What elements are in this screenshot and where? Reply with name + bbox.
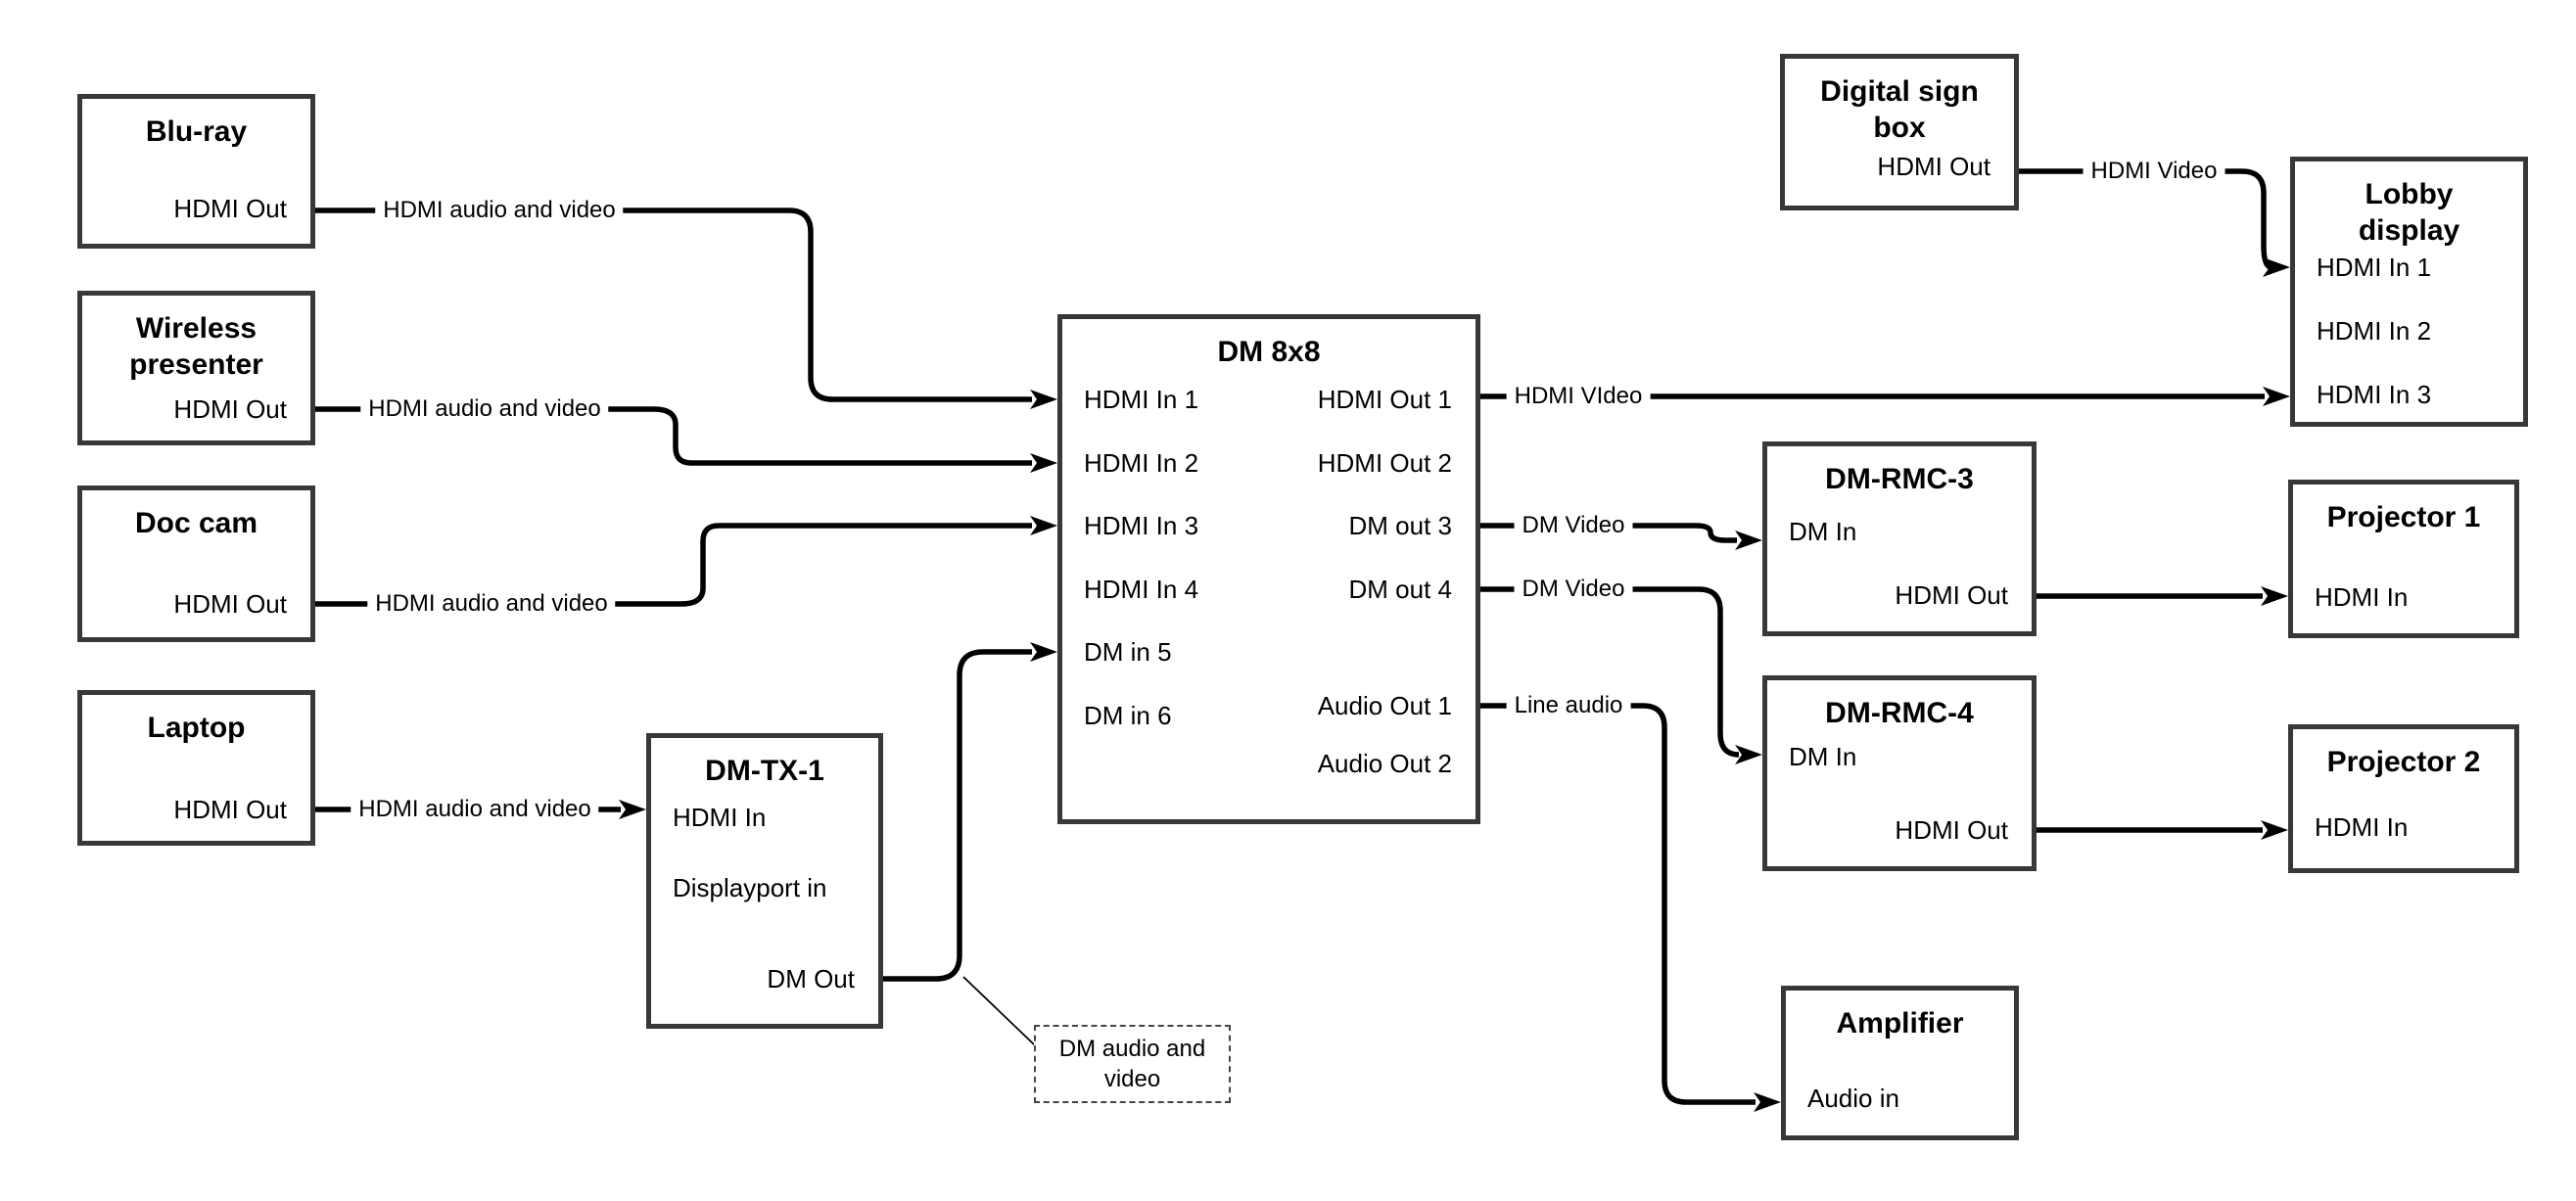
edge-label-laptop-to-dmtx1: HDMI audio and video: [351, 795, 599, 824]
arrowhead-icon: [1030, 390, 1057, 409]
arrowhead-icon: [2263, 387, 2290, 406]
port-dm-8x8-dm-out-3: DM out 3: [1348, 511, 1453, 540]
node-projector-2: Projector 2 HDMI In: [2288, 724, 2519, 873]
node-title-dm-rmc-4: DM-RMC-4: [1825, 697, 1974, 729]
port-dm-tx-1-hdmi-in: HDMI In: [673, 803, 767, 832]
arrowhead-icon: [2261, 820, 2288, 840]
port-dm-rmc-4-dm-in: DM In: [1789, 742, 1857, 771]
callout-dm-audio-video: DM audio and video: [1034, 1025, 1231, 1103]
arrowhead-icon: [1735, 745, 1762, 764]
node-projector-1: Projector 1 HDMI In: [2288, 480, 2519, 638]
port-dm-8x8-hdmi-out-1: HDMI Out 1: [1317, 385, 1452, 414]
edge-dm8x8-out3-to-rmc3: [1480, 523, 1737, 543]
port-dm-rmc-3-hdmi-out: HDMI Out: [1895, 580, 2008, 610]
arrowhead-icon: [1030, 642, 1057, 662]
port-dm-tx-1-dm-out: DM Out: [767, 964, 855, 993]
edge-label-wireless-to-dm8x8-in2: HDMI audio and video: [360, 394, 609, 424]
port-digital-sign-box-hdmi-out: HDMI Out: [1877, 152, 1991, 181]
arrowhead-icon: [1030, 453, 1057, 473]
arrowhead-icon: [1030, 516, 1057, 535]
edge-dm8x8-out4-to-rmc4: [1480, 586, 1740, 758]
port-laptop-hdmi-out: HDMI Out: [173, 795, 287, 824]
edge-label-dm8x8-out1-to-lobby-in3: HDMI VIdeo: [1506, 382, 1651, 411]
node-title-projector-1: Projector 1: [2326, 501, 2481, 533]
edge-sign-to-lobby-in1: [2019, 168, 2272, 270]
edge-doccam-to-dm8x8-in3: [315, 523, 1032, 607]
edge-dm8x8-audio1-to-amp: [1480, 703, 1756, 1105]
port-dm-tx-1-displayport-in: Displayport in: [673, 873, 827, 902]
port-lobby-display-hdmi-in-3: HDMI In 3: [2317, 380, 2432, 409]
port-blu-ray-hdmi-out: HDMI Out: [173, 194, 287, 223]
port-dm-8x8-audio-out-2: Audio Out 2: [1317, 749, 1452, 778]
node-title-laptop: Laptop: [147, 712, 246, 744]
arrowhead-icon: [2263, 257, 2290, 277]
node-title-wireless-presenter: Wireless presenter: [129, 312, 263, 381]
arrowhead-icon: [2261, 586, 2288, 606]
node-dm-rmc-3: DM-RMC-3 DM In HDMI Out: [1762, 441, 2037, 636]
edge-label-dm8x8-out3-to-rmc3: DM Video: [1514, 511, 1633, 540]
node-title-dm-rmc-3: DM-RMC-3: [1825, 463, 1974, 495]
node-title-lobby-display: Lobby display: [2358, 178, 2460, 247]
port-amplifier-audio-in: Audio in: [1807, 1084, 1899, 1113]
callout-leader-line: [962, 976, 1036, 1046]
port-projector-2-hdmi-in: HDMI In: [2315, 812, 2409, 842]
port-dm-8x8-hdmi-in-2: HDMI In 2: [1084, 448, 1199, 478]
port-dm-8x8-dm-out-4: DM out 4: [1348, 575, 1453, 604]
node-title-digital-sign-box: Digital sign box: [1820, 75, 1979, 144]
port-dm-8x8-hdmi-in-1: HDMI In 1: [1084, 385, 1199, 414]
port-dm-rmc-4-hdmi-out: HDMI Out: [1895, 815, 2008, 845]
node-title-projector-2: Projector 2: [2326, 746, 2481, 778]
port-dm-8x8-hdmi-in-3: HDMI In 3: [1084, 511, 1199, 540]
port-lobby-display-hdmi-in-1: HDMI In 1: [2317, 253, 2432, 282]
node-dm-rmc-4: DM-RMC-4 DM In HDMI Out: [1762, 675, 2037, 871]
node-title-doc-cam: Doc cam: [134, 507, 258, 539]
node-title-blu-ray: Blu-ray: [145, 115, 248, 148]
port-wireless-presenter-hdmi-out: HDMI Out: [173, 394, 287, 424]
port-dm-8x8-hdmi-out-2: HDMI Out 2: [1317, 448, 1452, 478]
port-doc-cam-hdmi-out: HDMI Out: [173, 589, 287, 619]
node-title-dm-tx-1: DM-TX-1: [705, 755, 824, 787]
node-title-amplifier: Amplifier: [1836, 1007, 1964, 1039]
edge-label-dm8x8-out4-to-rmc4: DM Video: [1514, 575, 1633, 604]
edge-label-bluray-to-dm8x8-in1: HDMI audio and video: [375, 196, 624, 225]
arrowhead-icon: [1735, 531, 1762, 550]
node-title-dm-8x8: DM 8x8: [1217, 336, 1321, 368]
edge-dmtx1-to-dm8x8-in5: [883, 649, 1032, 982]
edge-wireless-to-dm8x8-in2: [315, 406, 1032, 466]
port-lobby-display-hdmi-in-2: HDMI In 2: [2317, 316, 2432, 346]
arrowhead-icon: [619, 800, 646, 819]
port-dm-8x8-dm-in-5: DM in 5: [1084, 637, 1172, 667]
arrowhead-icon: [1754, 1092, 1781, 1112]
port-dm-rmc-3-dm-in: DM In: [1789, 517, 1857, 546]
port-dm-8x8-audio-out-1: Audio Out 1: [1317, 691, 1452, 720]
port-dm-8x8-dm-in-6: DM in 6: [1084, 701, 1172, 730]
port-projector-1-hdmi-in: HDMI In: [2315, 582, 2409, 612]
edge-label-sign-to-lobby-in1: HDMI Video: [2083, 157, 2225, 186]
edge-bluray-to-dm8x8-in1: [315, 208, 1032, 402]
port-dm-8x8-hdmi-in-4: HDMI In 4: [1084, 575, 1199, 604]
edge-label-dm8x8-audio1-to-amp: Line audio: [1506, 691, 1631, 720]
edge-label-doccam-to-dm8x8-in3: HDMI audio and video: [367, 589, 616, 619]
